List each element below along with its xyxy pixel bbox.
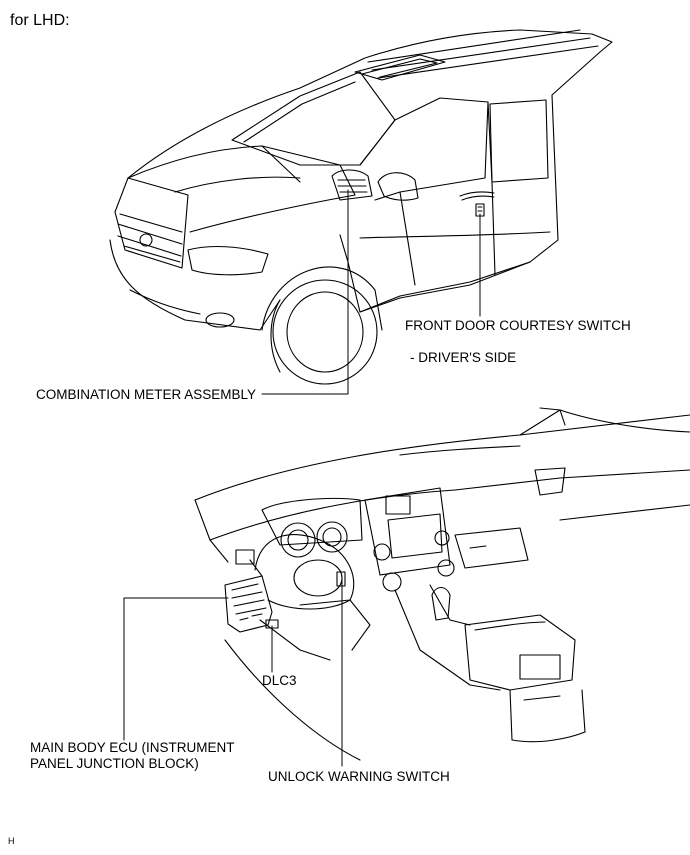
page-title: for LHD: <box>10 12 70 29</box>
figure-code: H <box>8 836 15 846</box>
dashboard-interior-illustration <box>194 407 690 761</box>
main-body-ecu-label-line2: PANEL JUNCTION BLOCK) <box>30 756 199 771</box>
vehicle-exterior-illustration <box>109 29 613 385</box>
unlock-warning-switch-label: UNLOCK WARNING SWITCH <box>268 769 450 784</box>
combination-meter-assembly-label: COMBINATION METER ASSEMBLY <box>36 387 257 402</box>
dlc3-label: DLC3 <box>262 673 297 688</box>
leader-lines <box>123 189 481 767</box>
front-door-courtesy-switch-label: FRONT DOOR COURTESY SWITCH <box>405 318 631 333</box>
main-body-ecu-label-line1: MAIN BODY ECU (INSTRUMENT <box>30 740 235 755</box>
drivers-side-label: - DRIVER'S SIDE <box>410 350 517 365</box>
